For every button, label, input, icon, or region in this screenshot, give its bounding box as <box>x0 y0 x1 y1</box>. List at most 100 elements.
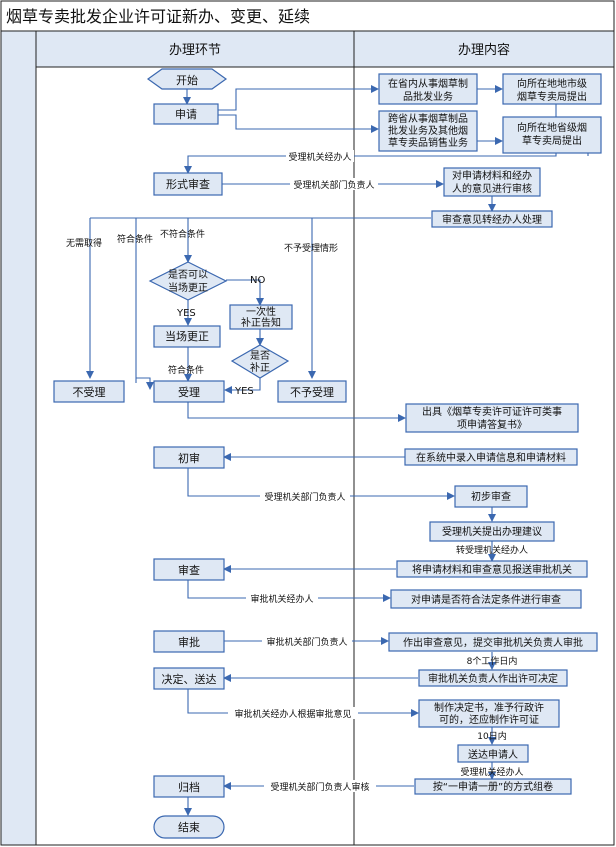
input-info-label: 在系统中录入申请信息和申请材料 <box>416 451 566 464</box>
cross-box <box>378 110 478 152</box>
label-yes: YES <box>176 308 196 319</box>
filing-box <box>414 778 572 795</box>
onsite-fix-label: 当场更正 <box>165 329 209 343</box>
apply-label: 申请 <box>175 108 197 121</box>
prov-line1: 在省内从事烟草制 <box>388 77 468 90</box>
issue-reply-box <box>405 403 579 433</box>
label-no-need: 无需取得 <box>66 237 102 249</box>
deliver-label: 送达申请人 <box>468 748 518 761</box>
prov-bureau-line2: 草专卖局提出 <box>522 134 582 147</box>
not-accept-label: 不受理 <box>73 386 106 399</box>
initial-review-label: 初审 <box>178 451 200 465</box>
edge-labels: 受理机关经办人 受理机关部门负责人 无需取得 符合条件 不符合条件 不予受理情形… <box>66 150 528 793</box>
page-title: 烟草专卖批发企业许可证新办、变更、延续 <box>6 7 310 26</box>
make-doc-line1: 制作决定书，准予行政许 <box>434 701 544 714</box>
label-handler-2: 受理机关经办人 <box>460 766 523 778</box>
left-strip <box>0 30 37 846</box>
supplement-line1: 是否 <box>250 350 270 362</box>
label-approval-handler: 审批机关经办人 <box>250 593 313 605</box>
start-label: 开始 <box>176 73 198 87</box>
city-bureau-box <box>502 73 602 105</box>
review-label: 审查 <box>178 563 200 577</box>
label-to-handler: 转受理机关经办人 <box>456 544 528 556</box>
cross-line2: 批发业务及其他烟 <box>388 124 468 137</box>
can-fix-diamond <box>148 261 228 301</box>
label-meets-2: 符合条件 <box>168 364 204 376</box>
label-handler: 受理机关经办人 <box>288 151 351 163</box>
label-approval-handler-opinion: 审批机关经办人根据审批意见 <box>234 708 351 720</box>
lane-header-left <box>35 30 355 68</box>
cross-line1: 跨省从事烟草制品 <box>388 112 468 125</box>
approve-label: 审批 <box>178 635 200 649</box>
initial-review-box <box>153 446 225 469</box>
reject-label: 不予受理 <box>290 386 334 399</box>
end-node <box>153 815 225 839</box>
reject-box <box>277 380 347 403</box>
prov-bureau-box <box>502 116 602 154</box>
label-not-meets: 不符合条件 <box>160 228 205 240</box>
approve-box <box>153 630 225 653</box>
lane-title-content: 办理内容 <box>458 42 510 58</box>
label-yes-2: YES <box>234 386 254 397</box>
can-fix-line1: 是否可以 <box>168 269 208 281</box>
title-bar <box>0 0 615 32</box>
label-dept-head-2: 受理机关部门负责人 <box>264 491 345 503</box>
label-approval-head: 审批机关部门负责人 <box>266 636 347 648</box>
prov-bureau-line1: 向所在地省级烟 <box>517 121 587 134</box>
material-review-box <box>443 167 541 197</box>
supplement-diamond <box>230 344 290 379</box>
prov-line2: 品批发业务 <box>403 90 453 103</box>
permit-decision-label: 审批机关负责人作出许可决定 <box>428 672 558 685</box>
can-fix-line2: 当场更正 <box>168 281 208 294</box>
one-time-line1: 一次性 <box>246 305 276 318</box>
formal-review-label: 形式审查 <box>166 177 210 191</box>
prelim-label: 初步审查 <box>471 490 511 503</box>
opinion-submit-box <box>388 632 598 652</box>
end-label: 结束 <box>178 821 200 834</box>
label-eight-days: 8个工作日内 <box>467 655 518 667</box>
archive-label: 归档 <box>178 780 200 794</box>
label-not-accept-case: 不予受理情形 <box>284 242 338 254</box>
label-ten-days: 10日内 <box>477 730 506 742</box>
accept-label: 受理 <box>178 386 200 399</box>
formal-review-box <box>153 172 223 196</box>
label-dept-head: 受理机关部门负责人 <box>293 179 374 191</box>
input-info-box <box>404 448 578 466</box>
make-doc-box <box>418 699 560 728</box>
label-no: NO <box>250 275 265 286</box>
filing-label: 按“一申请一册”的方式组卷 <box>433 780 553 793</box>
issue-line2: 项申请答复书》 <box>457 418 527 431</box>
onsite-fix-box <box>153 325 221 348</box>
issue-line1: 出具《烟草专卖许可证许可类事 <box>422 405 562 418</box>
check-legal-box <box>390 589 582 609</box>
start-node-shape <box>146 68 228 90</box>
city-bureau-line2: 烟草专卖局提出 <box>517 90 587 103</box>
one-time-line2: 补正告知 <box>241 316 281 329</box>
not-accept-box <box>53 380 125 403</box>
material-line2: 人的意见进行审核 <box>452 182 532 195</box>
lane-title-steps: 办理环节 <box>169 43 221 58</box>
send-materials-box <box>396 560 588 578</box>
prov-box <box>378 73 478 105</box>
opinion-transfer-box <box>431 210 553 228</box>
permit-decision-box <box>418 669 568 687</box>
opinion-transfer-label: 审查意见转经办人处理 <box>442 213 542 226</box>
opinion-submit-label: 作出审查意见，提交审批机关负责人审批 <box>403 636 583 649</box>
city-bureau-line1: 向所在地地市级 <box>517 77 587 90</box>
lane-header-right <box>353 30 615 68</box>
material-line1: 对申请材料和经办 <box>452 169 532 182</box>
label-dept-head-review: 受理机关部门负责人审核 <box>270 781 369 793</box>
decision-label: 决定、送达 <box>162 672 217 686</box>
check-legal-label: 对申请是否符合法定条件进行审查 <box>411 593 561 606</box>
send-materials-label: 将申请材料和审查意见报送审批机关 <box>412 563 572 576</box>
supplement-line2: 补正 <box>250 361 270 374</box>
propose-label: 受理机关提出办理建议 <box>442 525 542 538</box>
propose-box <box>429 521 555 542</box>
label-meets: 符合条件 <box>117 233 153 245</box>
prelim-box <box>454 485 528 508</box>
review-box <box>153 558 225 581</box>
one-time-notice-box <box>229 304 293 330</box>
accept-box <box>153 380 225 403</box>
